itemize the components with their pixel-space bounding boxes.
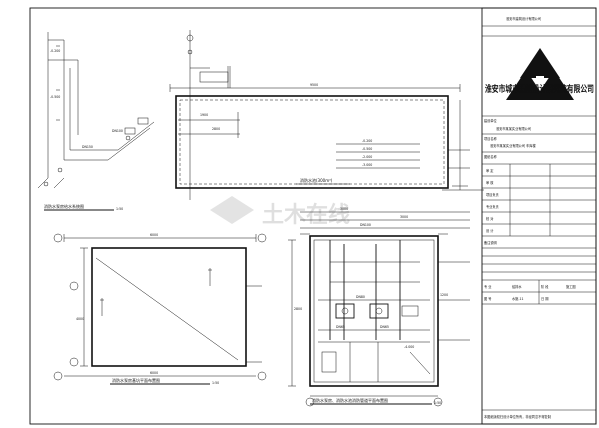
sheet-no-value: 水施-11	[512, 296, 524, 301]
role-label: 校 对	[486, 216, 494, 221]
pool-dimension: 2800	[212, 127, 220, 131]
riser-scale: 1:50	[116, 207, 123, 211]
drawing-title-label: 图纸名称	[484, 154, 498, 159]
fire-pump-2	[369, 303, 389, 319]
riser-diagram: -0.200 -0.500 DN150 DN100 消防水泵房给水系统图 1:5…	[37, 32, 155, 211]
client-label: 建设单位	[484, 118, 498, 123]
watermark: 土木在线	[210, 196, 350, 228]
pool-plan: 9500 1900 2800 -0.200 -0.500 -2.000 -3.0…	[169, 30, 484, 200]
pump-room-walls	[309, 235, 439, 387]
client-value: 淮安市某某实业有限公司	[496, 126, 531, 131]
fire-pool-outline	[175, 95, 449, 189]
pump-room-plan-title: 消防水泵房、消防水池消防管道平面布置图	[312, 397, 388, 403]
company-logo-icon	[506, 48, 574, 100]
pit-plan: 6000 4000 6000 消防水泵房基坑平面布置图 1:50	[53, 233, 267, 385]
pump-room-pipe-label: DN100	[360, 223, 371, 227]
title-block: 淮安市建筑设计有限公司 淮安市城市建设设计研究院有限公司 建设单位 淮安市某某实…	[481, 7, 597, 425]
role-label: 审 核	[486, 180, 494, 185]
riser-elevation-label: -0.200	[50, 49, 60, 53]
pit-plan-title: 消防水泵房基坑平面布置图	[112, 377, 160, 383]
notes-label: 备注说明	[484, 240, 497, 245]
pump-room-plan-scale: 1:50	[434, 401, 441, 405]
pit-outline	[91, 247, 247, 367]
pump-room-elevation: -4.000	[404, 345, 414, 349]
company-name: 淮安市城市建设设计研究院有限公司	[485, 83, 594, 95]
pump-room-dimension: 1200	[440, 293, 448, 297]
sheet-no-label: 图 号	[484, 296, 491, 301]
riser-pipe-label: DN100	[112, 129, 123, 133]
riser-elevation-label: -0.500	[50, 95, 60, 99]
pool-elevation-label: -0.500	[362, 147, 372, 151]
pump-room-dimension: 3000	[400, 215, 408, 219]
riser-pipe-label: DN150	[82, 145, 93, 149]
pool-elevation-label: -2.000	[362, 155, 372, 159]
stage-label: 阶 段	[541, 284, 549, 289]
pool-elevation-label: -0.200	[362, 139, 372, 143]
pump-room-pipe-label: DN65	[336, 325, 345, 329]
project-label: 项目名称	[484, 136, 498, 141]
copyright-note: 本图纸版权归设计单位所有，非经同意不得复制	[484, 414, 551, 419]
pump-room-pipe-label: DN65	[380, 325, 389, 329]
role-label: 专业负责	[486, 204, 499, 209]
pit-dimension: 4000	[76, 317, 84, 321]
pool-volume-label: 消防水池(300m³)	[300, 177, 333, 183]
fire-pump-1	[335, 303, 355, 319]
pit-dimension: 6000	[150, 233, 158, 237]
pit-dimension: 6000	[150, 371, 158, 375]
discipline-value: 给排水	[512, 284, 522, 289]
pump-room-dimension: 3000	[340, 207, 348, 211]
pump-room-plan: 3000 3000 DN100 DN80 DN65 DN65 -4.000	[288, 207, 470, 407]
role-label: 审 定	[486, 168, 494, 173]
pump-room-dimension: 2800	[294, 307, 302, 311]
discipline-label: 专 业	[484, 284, 491, 289]
role-label: 项目负责	[486, 192, 499, 197]
watermark-logo-icon	[210, 196, 254, 224]
date-label: 日 期	[541, 296, 548, 301]
pump-room-pipe-label: DN80	[356, 295, 365, 299]
pit-plan-scale: 1:50	[212, 381, 219, 385]
pool-elevation-label: -3.000	[362, 163, 372, 167]
watermark-text: 土木在线	[262, 202, 350, 228]
project-value: 淮安市某某实业有限公司 车库楼	[490, 143, 536, 148]
riser-diagram-title: 消防水泵房给水系统图	[44, 203, 84, 209]
pool-dimension: 9500	[310, 83, 318, 87]
pool-dimension: 1900	[200, 113, 208, 117]
owner-label: 淮安市建筑设计有限公司	[506, 16, 541, 21]
role-label: 设 计	[486, 228, 494, 233]
stage-value: 施工图	[566, 284, 576, 289]
